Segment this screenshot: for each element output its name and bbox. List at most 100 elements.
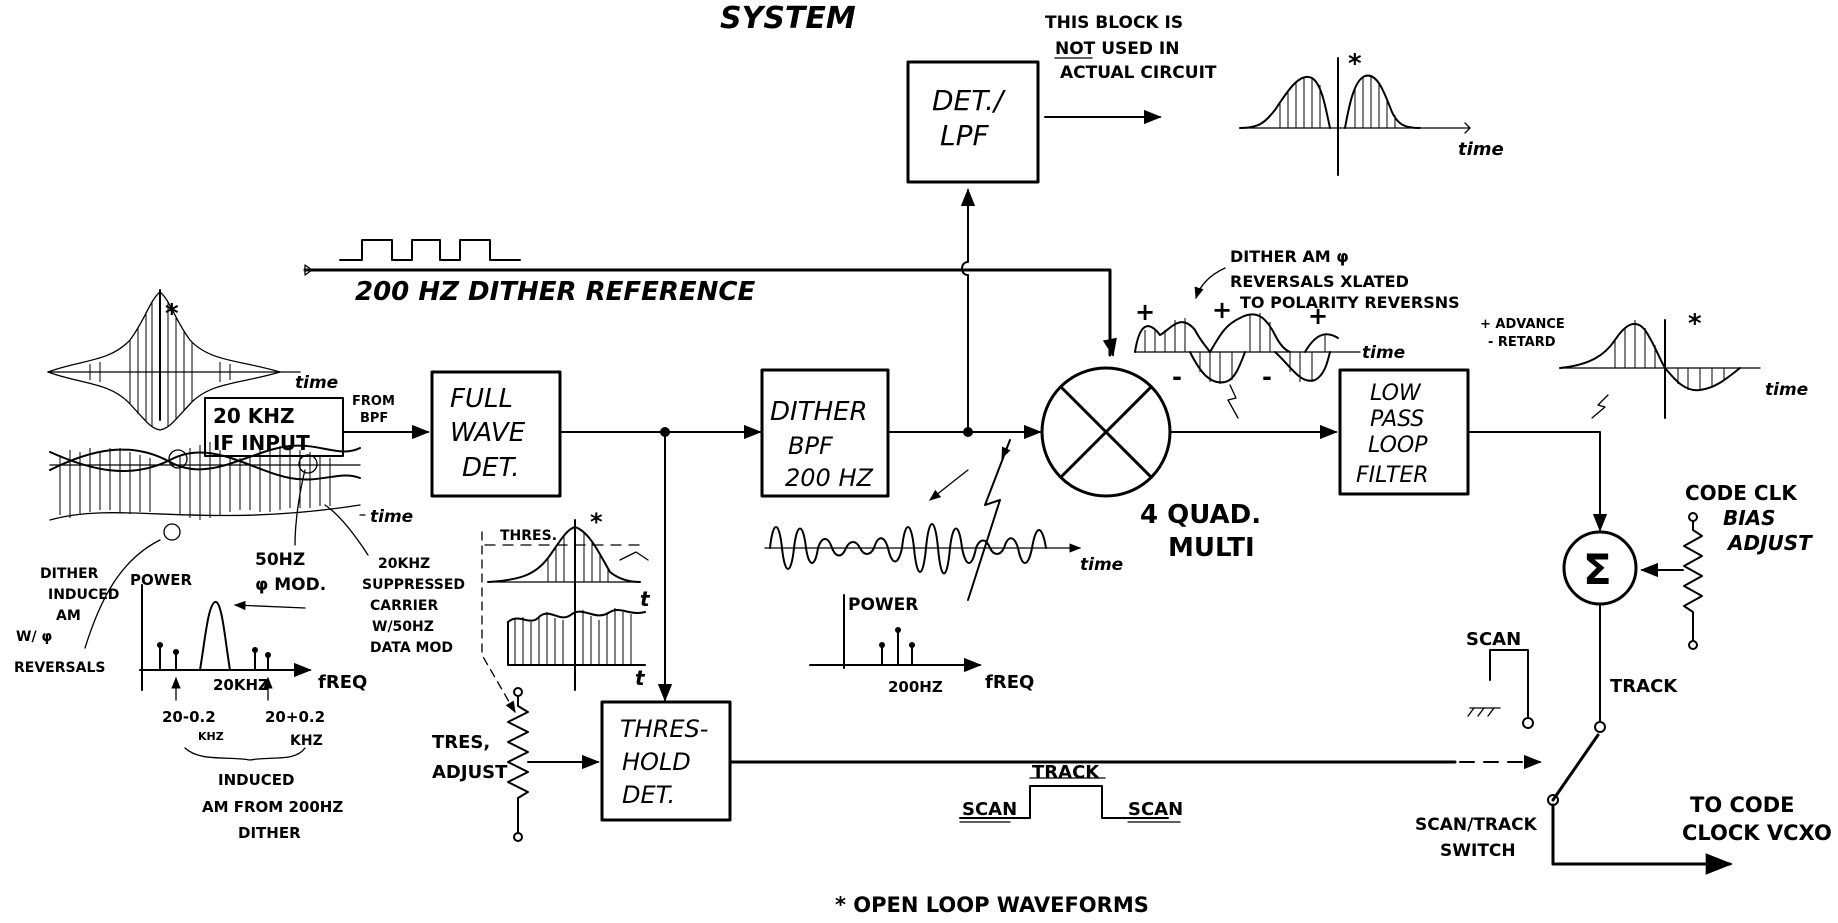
dither-bpf-label-1: DITHER — [770, 397, 868, 427]
lightning-mark-3 — [968, 440, 1010, 600]
wave-scan-right-label: SCAN — [1128, 799, 1183, 820]
to-code-clock-label-1: TO CODE — [1690, 793, 1795, 817]
carrier-line-1: 20KHZ — [378, 556, 430, 572]
induced-am-brace — [185, 748, 305, 760]
switch-arm[interactable] — [1553, 735, 1598, 800]
footer-note: * OPEN LOOP WAVEFORMS — [835, 893, 1149, 917]
track-terminal — [1595, 722, 1605, 732]
dither-induced-line-3: AM — [56, 608, 81, 624]
input-freq-20khz: 20KHZ — [213, 676, 269, 694]
mult-time-label: time — [1362, 343, 1405, 363]
tres-adjust-label-2: ADJUST — [432, 762, 508, 783]
mult-plus-2: + — [1212, 296, 1232, 324]
advance-label: + ADVANCE — [1480, 317, 1565, 332]
induced-am-line-3: DITHER — [238, 824, 301, 842]
det-lpf-label-1: DET./ — [932, 84, 1006, 117]
lpf-label-3: LOOP — [1368, 433, 1428, 458]
wave-scan-left-label: SCAN — [962, 799, 1017, 820]
dither-induced-line-4: W/ φ — [16, 629, 52, 645]
code-clk-line-2: BIAS — [1723, 506, 1776, 530]
code-clk-line-1: CODE CLK — [1685, 481, 1798, 505]
suppressed-carrier-label: 20KHZ SUPPRESSED CARRIER W/50HZ DATA MOD — [362, 556, 465, 656]
note-line-3: ACTUAL CIRCUIT — [1060, 63, 1217, 83]
bpf-pointer-left — [930, 470, 968, 500]
carrier-line-4: W/50HZ — [372, 619, 434, 635]
code-clk-bias-label: CODE CLK BIAS ADJUST — [1685, 481, 1813, 555]
carrier-line-3: CARRIER — [370, 598, 438, 614]
dither-reference-label: 200 HZ DITHER REFERENCE — [355, 277, 755, 307]
bpf-to-detlpf-line — [962, 190, 968, 432]
threshold-adjust-potentiometer[interactable] — [482, 532, 598, 841]
dither-bpf-label-2: BPF — [788, 432, 834, 460]
dither-induced-line-1: DITHER — [40, 566, 99, 582]
dither-square-wave — [340, 240, 520, 260]
quad-multi-label-2: MULTI — [1168, 533, 1255, 563]
threshold-t-label-1: t — [640, 587, 651, 611]
dither-am-note: DITHER AM φ REVERSALS XLATED TO POLARITY… — [1230, 247, 1565, 350]
lpf-label-4: FILTER — [1356, 463, 1429, 488]
am-time-label: time — [370, 507, 413, 527]
full-wave-label-3: DET. — [462, 453, 520, 483]
threshold-star: * — [590, 508, 603, 536]
carrier-line-5: DATA MOD — [370, 640, 453, 656]
dither-bpf-label-3: 200 HZ — [785, 464, 873, 492]
induced-am-label: INDUCED AM FROM 200HZ DITHER — [202, 771, 343, 842]
det-lpf-time-label: time — [1458, 139, 1504, 160]
quad-multi-label-1: 4 QUAD. — [1140, 500, 1261, 530]
full-wave-label-2: WAVE — [450, 418, 526, 448]
dither-am-line-3: TO POLARITY REVERSNS — [1240, 293, 1460, 312]
unused-block-note: THIS BLOCK IS NOT USED IN ACTUAL CIRCUIT — [1045, 13, 1217, 83]
lpf-label-2: PASS — [1370, 407, 1424, 432]
loop-filter-star: * — [1688, 309, 1702, 339]
to-code-clock-label-2: CLOCK VCXO — [1682, 821, 1832, 845]
full-wave-label-1: FULL — [450, 384, 513, 414]
threshold-label-3: DET. — [622, 781, 675, 809]
loop-filter-time-label: time — [1765, 380, 1808, 400]
dither-am-pointer — [1196, 268, 1225, 298]
bpf-output-waveform — [765, 524, 1080, 574]
carrier-pointer — [325, 505, 368, 555]
note-line-1: THIS BLOCK IS — [1045, 13, 1183, 33]
dither-induced-line-5: REVERSALS — [14, 660, 105, 676]
induced-am-line-1: INDUCED — [218, 771, 294, 789]
input-power-label: POWER — [130, 571, 193, 589]
input-freq-label: fREQ — [318, 672, 367, 693]
threshold-label-1: THRES- — [620, 715, 708, 743]
mult-minus-2: - — [1262, 363, 1272, 391]
scan-track-switch-label-1: SCAN/TRACK — [1415, 815, 1538, 835]
freq-minus-label-2: KHZ — [198, 730, 224, 743]
carrier-line-2: SUPPRESSED — [362, 577, 465, 593]
note-line-2: NOT USED IN — [1055, 39, 1179, 59]
scan-source — [1468, 650, 1533, 728]
wave-track-label: TRACK — [1032, 762, 1100, 783]
summer-sigma: Σ — [1583, 545, 1612, 594]
dither-am-line-2: REVERSALS XLATED — [1230, 272, 1409, 291]
bias-adjust-potentiometer[interactable] — [1642, 513, 1702, 649]
threshold-waveform — [485, 520, 648, 690]
bpf-power-label: POWER — [848, 595, 918, 615]
dither-am-line-1: DITHER AM φ — [1230, 247, 1349, 266]
bpf-freq-200hz: 200HZ — [888, 678, 943, 696]
threshold-label-2: HOLD — [622, 748, 691, 776]
from-bpf-label-2: BPF — [360, 411, 388, 426]
mod-50hz-label-2: φ MOD. — [255, 575, 326, 595]
det-lpf-label-2: LPF — [940, 119, 989, 152]
input-time-label: time — [295, 373, 338, 393]
thres-label: THRES. — [500, 528, 557, 544]
from-bpf-label-1: FROM — [352, 394, 395, 409]
input-star: * — [165, 299, 179, 329]
retard-label: - RETARD — [1488, 335, 1556, 350]
det-lpf-star: * — [1348, 49, 1362, 79]
mod-50hz-label-1: 50HZ — [255, 550, 305, 570]
freq-plus-label-1: 20+0.2 — [265, 708, 325, 726]
track-label: TRACK — [1610, 676, 1678, 697]
page-title: SYSTEM — [720, 1, 856, 36]
bpf-freq-label: fREQ — [985, 672, 1034, 693]
mult-plus-1: + — [1135, 298, 1155, 326]
mult-minus-1: - — [1172, 363, 1182, 391]
tres-adjust-label-1: TRES, — [432, 732, 490, 753]
if-input-label-2: IF INPUT — [213, 431, 310, 455]
code-clk-line-3: ADJUST — [1726, 531, 1813, 555]
lpf-to-sum-line — [1468, 432, 1600, 530]
